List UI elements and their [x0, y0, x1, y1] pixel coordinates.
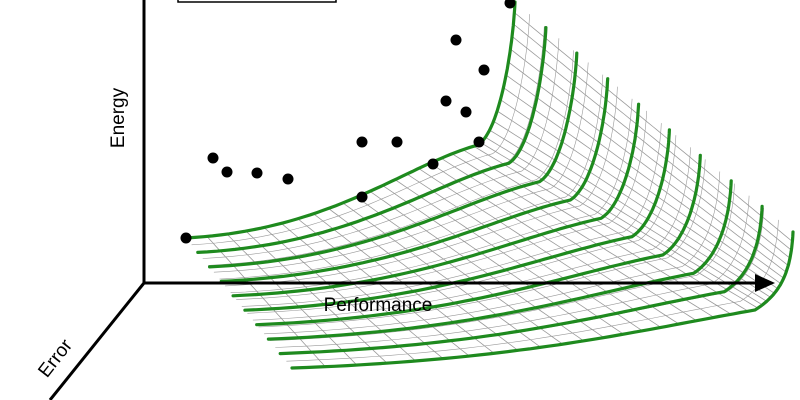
surface-curve [219, 77, 610, 283]
surface-grid-line [191, 14, 530, 246]
data-point [427, 158, 439, 170]
surface-grid-line [496, 110, 775, 294]
surface-grid-line [510, 48, 789, 266]
data-point [356, 136, 368, 148]
data-point [251, 167, 263, 179]
surface-grid-line [394, 179, 624, 335]
surface-grid-line [429, 162, 680, 325]
data-point [221, 166, 233, 178]
surface-grid-line [342, 202, 541, 348]
surface-grid-line [286, 219, 779, 362]
data-point [473, 136, 485, 148]
surface-curve [278, 204, 764, 356]
surface-grid-line [208, 50, 574, 266]
surface-grid-line [500, 99, 779, 290]
surface-grid-line [511, 35, 791, 259]
legend-box [177, 0, 337, 3]
surface-grid-line [225, 86, 618, 287]
surface-curve [255, 153, 702, 327]
surface-grid-line [247, 135, 677, 314]
data-point [450, 34, 462, 46]
surface-grid-line [485, 136, 763, 306]
surface-grid-line [451, 153, 715, 318]
surface-grid-line [213, 62, 589, 273]
surface-grid-line [230, 98, 633, 293]
axes [48, 0, 775, 400]
surface-grid-line [236, 110, 647, 300]
surface-grid-line [514, 12, 793, 242]
surface-grid-line [480, 142, 759, 309]
surface-grid-line [263, 227, 416, 362]
surface-grid-line [281, 222, 444, 359]
surface-grid-line [264, 171, 721, 335]
surface-curve [208, 51, 579, 269]
data-point [180, 232, 192, 244]
surface-grid-line [269, 183, 735, 341]
data-point [356, 191, 368, 203]
data-point [282, 173, 294, 185]
surface-grid-line [258, 159, 706, 328]
surface-curves [184, 0, 795, 370]
data-point [207, 152, 219, 164]
surface-grid-line [406, 173, 643, 332]
surface-grid-line [493, 120, 771, 298]
surface-grid-line [503, 87, 782, 285]
z-axis-line [48, 282, 146, 400]
surface-grid-line [440, 157, 697, 322]
data-point [504, 0, 516, 9]
surface-grid-line [462, 149, 732, 315]
data-point [478, 64, 490, 76]
surface-curve [196, 26, 548, 254]
surface-grid-line [328, 208, 519, 351]
surface-grid-line [508, 61, 787, 273]
surface-grid-line [505, 74, 784, 279]
surface-grid-line [245, 230, 388, 364]
surface-curve [243, 128, 671, 312]
surface-grid-line [202, 38, 560, 259]
surface-grid-line [219, 74, 604, 280]
surface-grid-line [297, 218, 470, 357]
surface-curve [290, 230, 795, 370]
y-axis-label: Energy [108, 87, 129, 148]
surface-grid-line [369, 190, 584, 342]
data-point [391, 136, 403, 148]
surface-grid-line [226, 233, 358, 366]
surface-curve [184, 0, 517, 240]
surface-grid-line [356, 196, 563, 345]
surface-grid-line [418, 168, 662, 328]
surface-grid-line [206, 236, 326, 367]
surface-curve [266, 179, 733, 341]
x-axis-arrowhead [755, 274, 775, 292]
surface-grid-line [513, 23, 792, 251]
data-point [440, 95, 452, 107]
surface-grid-line [382, 185, 605, 338]
surface-grid [185, 1, 794, 369]
surface-grid-line [241, 123, 662, 307]
data-points [180, 0, 516, 244]
data-point [460, 106, 472, 118]
surface-grid-line [252, 147, 691, 321]
surface-curve [231, 102, 641, 298]
surface-grid-line [185, 1, 516, 239]
x-axis-label: Performance [324, 295, 433, 316]
surface-grid-line [275, 195, 750, 348]
surface-grid-line [489, 129, 767, 302]
